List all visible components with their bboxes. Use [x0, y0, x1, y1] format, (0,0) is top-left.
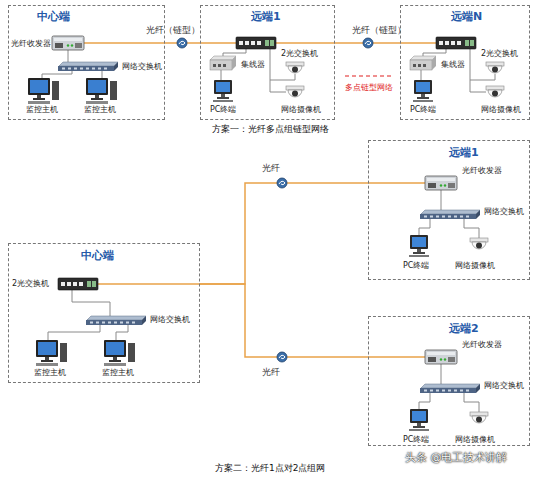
fiber-transceiver-icon [425, 350, 457, 364]
device-label: 网络交换机 [484, 208, 524, 216]
device-label: 集线器 [441, 61, 465, 69]
chain-dashed-line [345, 75, 392, 76]
device-label: PC终端 [210, 106, 236, 114]
pc-terminal-icon [413, 80, 433, 102]
group-box: 远端N [400, 5, 530, 120]
device-label: 网络摄像机 [481, 106, 521, 114]
group-title: 中心端 [81, 250, 114, 261]
edge-label: 光纤 [262, 368, 280, 377]
device-label: 网络摄像机 [455, 436, 495, 444]
edge-label: 光纤 [262, 164, 280, 173]
fiber-transceiver-icon [52, 36, 84, 50]
camera-icon [486, 62, 504, 73]
optical-switch-icon [236, 37, 276, 49]
device-label: 网络摄像机 [281, 106, 321, 114]
network-switch-icon [86, 316, 146, 325]
fiber-icon [177, 38, 187, 48]
note-label: 多点链型网络 [345, 84, 393, 92]
fiber-line [84, 43, 436, 357]
device-label: 网络交换机 [484, 382, 524, 390]
scheme-caption: 方案二：光纤1点对2点组网 [215, 464, 325, 473]
network-switch-icon [420, 384, 480, 393]
device-label: 光纤收发器 [462, 167, 502, 175]
group-title: 中心端 [37, 11, 70, 22]
network-switch-icon [58, 62, 118, 71]
network-switch-icon [420, 210, 480, 219]
group-title: 远端1 [449, 147, 479, 158]
group-title: 远端1 [251, 11, 281, 22]
device-label: 监控主机 [84, 106, 116, 114]
device-label: 网络交换机 [150, 316, 190, 324]
device-label: 2光交换机 [12, 280, 49, 288]
monitor-host-icon [86, 78, 117, 104]
device-label: PC终端 [403, 436, 429, 444]
device-label: 监控主机 [102, 369, 134, 377]
camera-icon [286, 62, 304, 73]
device-label: 2光交换机 [281, 50, 318, 58]
fiber-transceiver-icon [425, 176, 457, 190]
watermark: 头条 @电工技术讲解 [405, 452, 508, 463]
fiber-connector [200, 284, 368, 357]
edge-label: 光纤（链型） [352, 26, 406, 35]
camera-icon [470, 412, 488, 423]
pc-terminal-icon [409, 235, 429, 257]
hub-icon [410, 56, 436, 70]
scheme-caption: 方案一：光纤多点组链型网络 [212, 125, 329, 134]
pc-terminal-icon [409, 409, 429, 431]
camera-icon [286, 86, 304, 97]
pc-terminal-icon [213, 80, 233, 102]
device-label: 光纤收发器 [462, 341, 502, 349]
fiber-icon [363, 38, 373, 48]
optical-switch-icon [436, 37, 476, 49]
monitor-host-icon [28, 78, 59, 104]
device-label: 网络交换机 [122, 63, 162, 71]
device-label: PC终端 [410, 106, 436, 114]
group-box: 中心端 [8, 243, 200, 383]
fiber-icon [277, 178, 287, 188]
group-box: 远端2 [368, 316, 530, 446]
edge-label: 光纤（链型） [146, 26, 200, 35]
group-title: 远端N [451, 11, 482, 22]
device-label: 集线器 [241, 61, 265, 69]
monitor-host-icon [104, 340, 135, 366]
fiber-icon [277, 352, 287, 362]
lan-cable [42, 49, 495, 412]
device-label: 网络摄像机 [455, 262, 495, 270]
camera-icon [470, 238, 488, 249]
hub-icon [210, 56, 236, 70]
fiber-connector [200, 183, 368, 284]
device-label: 监控主机 [26, 106, 58, 114]
group-box: 远端1 [200, 5, 335, 120]
device-label: PC终端 [403, 262, 429, 270]
camera-icon [486, 86, 504, 97]
group-title: 远端2 [449, 323, 479, 334]
monitor-host-icon [36, 340, 67, 366]
optical-switch-icon [58, 278, 98, 290]
device-label: 监控主机 [34, 369, 66, 377]
device-label: 2光交换机 [481, 50, 518, 58]
device-label: 光纤收发器 [11, 40, 51, 48]
